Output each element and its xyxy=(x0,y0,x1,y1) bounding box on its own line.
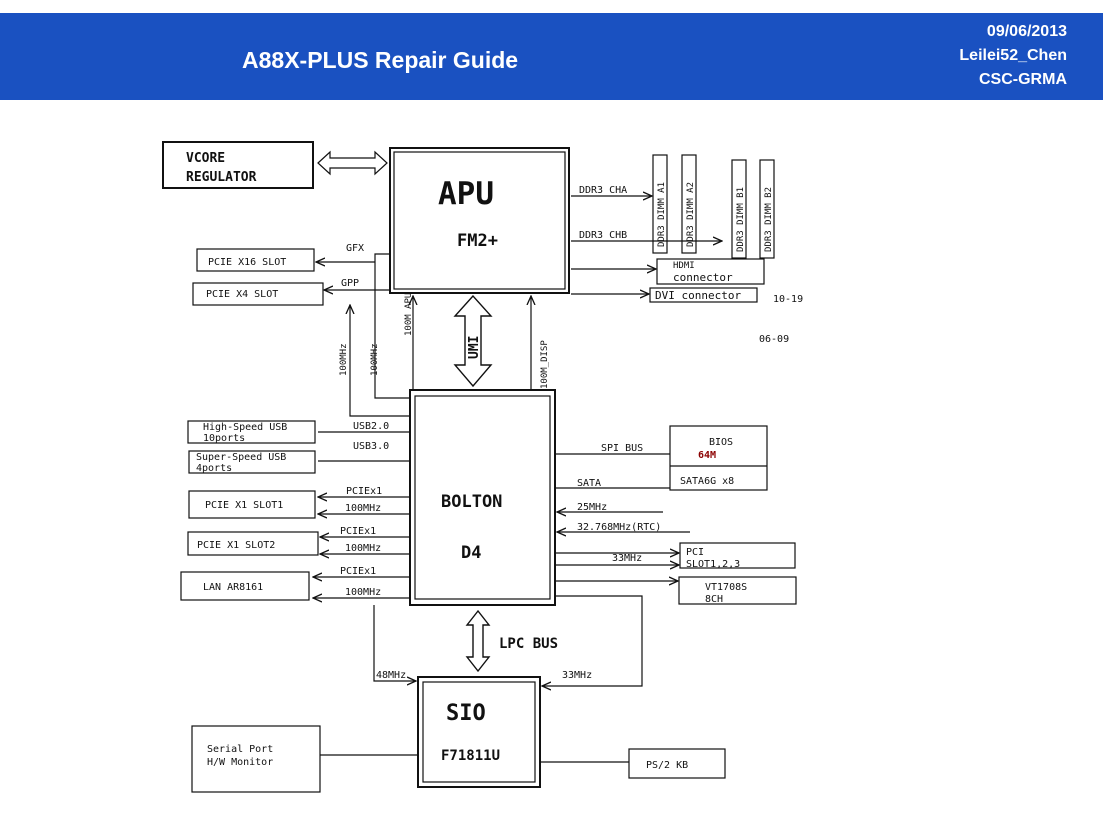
umi-label: UMI xyxy=(467,336,482,359)
spi-bus-label: SPI BUS xyxy=(601,443,643,454)
ps2-label: PS/2 KB xyxy=(646,760,688,771)
dimm-a2-box xyxy=(681,154,697,254)
usb3-label: USB3.0 xyxy=(353,441,389,452)
header-bar xyxy=(0,13,1103,100)
vcore-label-1: VCORE xyxy=(186,151,225,166)
header-date: 09/06/2013 xyxy=(986,23,1067,40)
ps2-box xyxy=(628,748,726,779)
slot2-100mhz-label: 100MHz xyxy=(345,543,381,554)
gfx-label: GFX xyxy=(346,243,364,254)
pci-label-1: PCI xyxy=(686,547,704,558)
clk-48-label: 48MHz xyxy=(376,670,406,681)
lan-pciex1-label: PCIEx1 xyxy=(340,566,376,577)
pci-label-2: SLOT1,2,3 xyxy=(686,559,740,570)
clk-33-sio-label: 33MHz xyxy=(562,670,592,681)
pcie-x4-label: PCIE X4 SLOT xyxy=(206,289,278,300)
sata6g-label: SATA6G x8 xyxy=(680,476,734,487)
header-dept: CSC-GRMA xyxy=(979,71,1067,88)
usb3-box xyxy=(188,450,316,474)
dimm-a1-label: DDR3 DIMM A1 xyxy=(657,182,667,247)
pcie-x16-box xyxy=(196,248,315,272)
bios-size-label: 64M xyxy=(698,450,716,461)
usb2-label: USB2.0 xyxy=(353,421,389,432)
slot1-pciex1-label: PCIEx1 xyxy=(346,486,382,497)
gpp-label: GPP xyxy=(341,278,359,289)
note-10-19: 10-19 xyxy=(773,294,803,305)
dimm-a2-label: DDR3 DIMM A2 xyxy=(686,182,696,247)
lpc-bus-arrow xyxy=(465,609,491,673)
apu-inner-box xyxy=(393,151,566,290)
gfx-line xyxy=(374,253,409,399)
header-meta: 09/06/2013 Leilei52_Chen CSC-GRMA xyxy=(867,20,1067,92)
clk-48-line xyxy=(373,605,416,681)
clk-33-sio-line xyxy=(542,595,643,686)
serial-label-1: Serial Port xyxy=(207,744,273,755)
hdmi-label-1: HDMI xyxy=(673,261,695,271)
apu-model: FM2+ xyxy=(457,231,498,251)
lan-box xyxy=(180,571,310,601)
note-06-09: 06-09 xyxy=(759,334,789,345)
pcie-x16-label: PCIE X16 SLOT xyxy=(208,257,286,268)
usb2-box-label-1: High-Speed USB xyxy=(203,422,287,433)
sio-inner-box xyxy=(422,681,536,783)
lan-label: LAN AR8161 xyxy=(203,582,263,593)
apu-title: APU xyxy=(438,176,494,212)
clk-x4-line xyxy=(350,305,409,417)
pcie-x1-slot1-label: PCIE X1 SLOT1 xyxy=(205,500,283,511)
dimm-a1-box xyxy=(652,154,668,254)
sio-model: F71811U xyxy=(441,748,500,764)
lpc-bus-label: LPC BUS xyxy=(499,636,558,652)
sio-title: SIO xyxy=(446,701,486,726)
bolton-title: BOLTON xyxy=(441,492,502,512)
audio-label-1: VT1708S xyxy=(705,582,747,593)
vcore-double-arrow xyxy=(317,150,388,176)
dimm-b1-box xyxy=(731,159,747,259)
hdmi-box xyxy=(656,258,765,285)
slot1-100mhz-label: 100MHz xyxy=(345,503,381,514)
sata-label: SATA xyxy=(577,478,601,489)
sio-box xyxy=(417,676,541,788)
pci-box xyxy=(679,542,796,569)
clk-rtc-label: 32.768MHz(RTC) xyxy=(577,522,661,533)
bios-label: BIOS xyxy=(709,437,733,448)
pcie-x1-slot1-box xyxy=(188,490,316,519)
clk-x4-label: 100MHz xyxy=(339,343,349,376)
bolton-model: D4 xyxy=(461,543,481,563)
clk-apu-label: 100M_APU xyxy=(404,293,414,336)
ddr-cha-label: DDR3 CHA xyxy=(579,185,627,196)
serial-box xyxy=(191,725,321,793)
clk-x16-label: 100MHz xyxy=(370,343,380,376)
usb2-box-label-2: 10ports xyxy=(203,433,245,444)
pcie-x1-slot2-label: PCIE X1 SLOT2 xyxy=(197,540,275,551)
dimm-b2-box xyxy=(759,159,775,259)
hdmi-label-2: connector xyxy=(673,271,733,284)
slot2-pciex1-label: PCIEx1 xyxy=(340,526,376,537)
bolton-inner-box xyxy=(414,395,551,600)
clk-25-label: 25MHz xyxy=(577,502,607,513)
clk-33-pci-label: 33MHz xyxy=(612,553,642,564)
audio-label-2: 8CH xyxy=(705,594,723,605)
bios-sata-box xyxy=(669,425,768,491)
apu-box xyxy=(389,147,570,294)
dvi-label: DVI connector xyxy=(655,289,741,302)
clk-disp-label: 100M_DISP xyxy=(540,340,550,389)
vcore-label-2: REGULATOR xyxy=(186,170,257,185)
vcore-box xyxy=(162,141,314,189)
usb3-box-label-2: 4ports xyxy=(196,463,232,474)
usb2-box xyxy=(187,420,316,444)
header-author: Leilei52_Chen xyxy=(959,47,1067,64)
lan-100mhz-label: 100MHz xyxy=(345,587,381,598)
dimm-b1-label: DDR3 DIMM B1 xyxy=(736,187,746,252)
serial-label-2: H/W Monitor xyxy=(207,757,273,768)
dimm-b2-label: DDR3 DIMM B2 xyxy=(764,187,774,252)
page-title: A88X-PLUS Repair Guide xyxy=(242,47,519,73)
dvi-box xyxy=(649,287,758,303)
audio-box xyxy=(678,576,797,605)
ddr-chb-label: DDR3 CHB xyxy=(579,230,627,241)
umi-arrow xyxy=(453,294,493,388)
pcie-x1-slot2-box xyxy=(187,531,319,556)
usb3-box-label-1: Super-Speed USB xyxy=(196,452,286,463)
